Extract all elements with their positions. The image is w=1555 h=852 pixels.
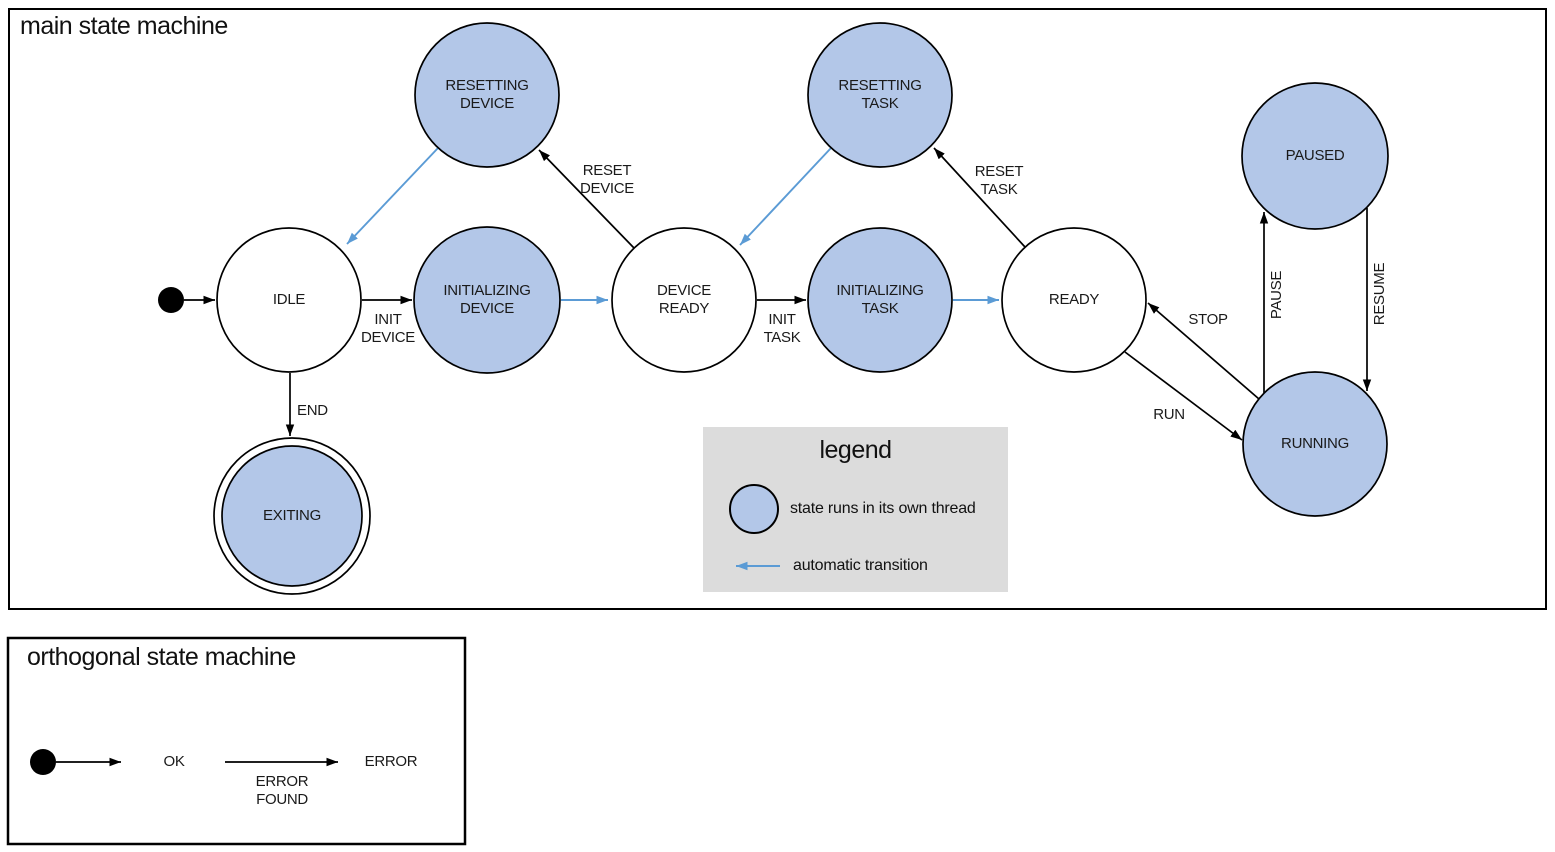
initial-state-dot-orthogonal [30,749,56,775]
transition-label-reset-task: RESET TASK [974,163,1024,198]
state-label-initializing-device: INITIALIZING DEVICE [443,282,531,317]
state-label-paused: PAUSED [1285,147,1345,164]
state-circle-running [1242,371,1388,517]
transition-arrow-run [1124,351,1243,441]
state-circle-resetting-device [414,22,560,168]
state-circle-device-ready [611,227,757,373]
transition-label-reset-device: RESET DEVICE [579,162,635,197]
state-label-error: ERROR [364,753,418,770]
state-circle-idle [216,227,362,373]
state-label-ready: READY [1048,291,1100,308]
initial-state-dot-main [158,287,184,313]
orthogonal-machine-frame [6,636,467,846]
transition-label-resume: RESUME [1371,262,1388,326]
state-label-device-ready: DEVICE READY [656,282,712,317]
legend-threaded-state-icon [729,484,779,534]
legend-title: legend [819,436,892,464]
transition-arrow-reset-task [933,147,1026,248]
main-machine-title: main state machine [20,12,228,40]
transition-arrow-stop [1147,302,1260,400]
state-circle-initializing-task [807,227,953,373]
transition-label-init-device: INIT DEVICE [360,311,416,346]
transition-label-pause: PAUSE [1268,270,1285,320]
state-circle-ready [1001,227,1147,373]
state-label-running: RUNNING [1281,435,1349,452]
state-circle-paused [1241,82,1389,230]
state-label-ok: OK [163,753,185,770]
main-machine-frame [8,8,1547,610]
state-circle-exiting-inner [221,445,363,587]
state-label-initializing-task: INITIALIZING TASK [836,282,924,317]
transition-label-end: END [297,402,328,419]
transition-label-stop: STOP [1188,311,1228,328]
legend-item-threaded-state: state runs in its own thread [790,500,976,517]
state-label-idle: IDLE [272,291,306,308]
transition-label-error-found: ERROR FOUND [255,773,309,808]
auto-transition-resetting-task-device-ready [739,147,832,246]
state-label-resetting-device: RESETTING DEVICE [445,77,529,112]
transition-label-run: RUN [1153,406,1185,423]
orthogonal-machine-title: orthogonal state machine [27,643,296,671]
auto-transition-resetting-device-idle [346,147,439,245]
legend-item-auto-transition: automatic transition [793,557,928,574]
state-label-resetting-task: RESETTING TASK [838,77,922,112]
transition-label-init-task: INIT TASK [763,311,801,346]
state-label-exiting: EXITING [263,507,321,524]
transition-arrow-reset-device [538,149,635,249]
state-circle-initializing-device [413,226,561,374]
state-circle-resetting-task [807,22,953,168]
